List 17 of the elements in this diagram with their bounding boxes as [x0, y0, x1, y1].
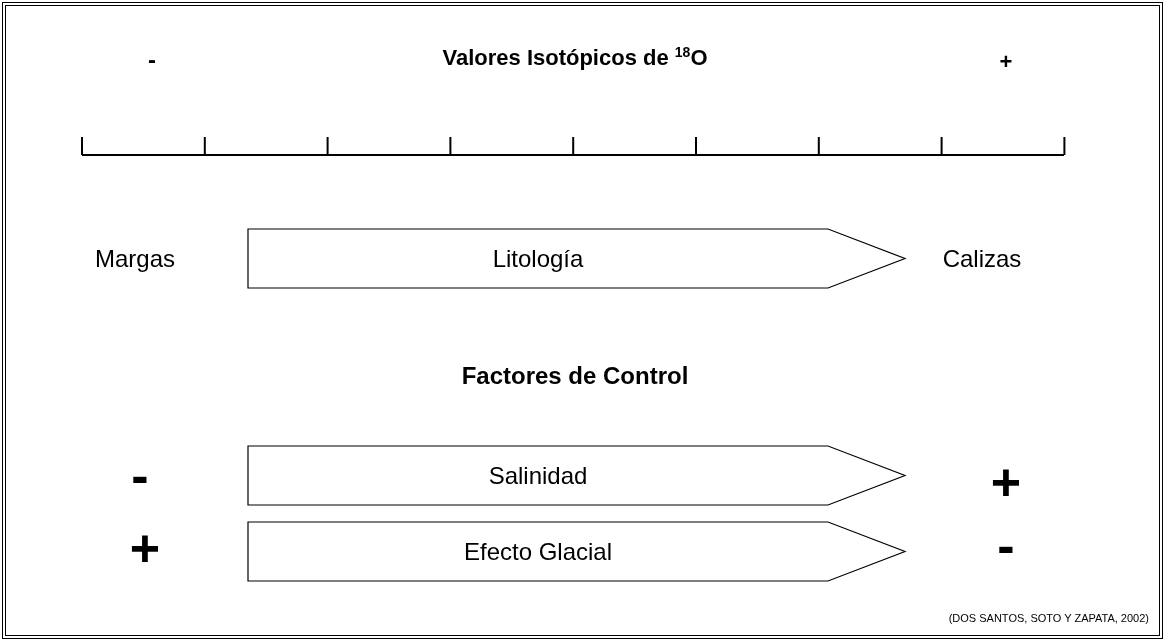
- text-label: Margas: [95, 245, 175, 273]
- arrow-label: Litología: [492, 244, 584, 273]
- text-label: +: [999, 49, 1013, 75]
- sign-label: +: [129, 518, 161, 578]
- arrow-label: Efecto Glacial: [463, 537, 613, 566]
- citation: (DOS SANTOS, SOTO Y ZAPATA, 2002): [948, 612, 1149, 624]
- block-arrow: [248, 446, 905, 505]
- sign-label: +: [990, 452, 1022, 512]
- sign-label: -: [997, 515, 1015, 575]
- text-label: Calizas: [942, 245, 1022, 273]
- title: Valores Isotópicos de $^{18}$O: [441, 44, 709, 72]
- block-arrow: [248, 229, 905, 288]
- text-label: Factores de Control: [461, 362, 689, 390]
- text-label: -: [148, 46, 156, 74]
- arrow-label: Salinidad: [488, 461, 588, 490]
- block-arrow: [248, 522, 905, 581]
- sign-label: -: [131, 445, 149, 505]
